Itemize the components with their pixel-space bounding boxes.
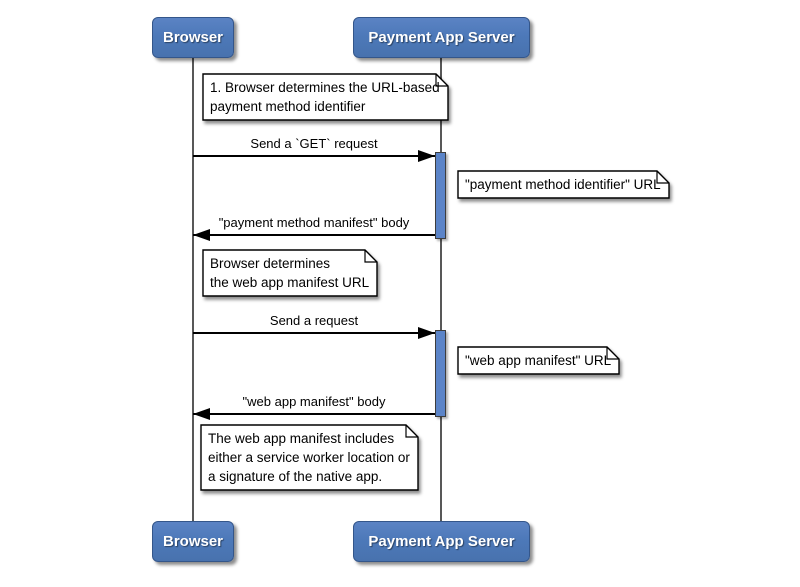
- note-web-app-manifest-url: "web app manifest" URL: [457, 346, 620, 375]
- note-url-based-payment-method-identifier: 1. Browser determines the URL-based paym…: [202, 73, 449, 121]
- arrowhead-right-icon: [418, 326, 435, 339]
- message-label: "web app manifest" body: [242, 394, 386, 409]
- actor-label-payment-app-server: Payment App Server: [368, 533, 515, 550]
- message-payment-method-manifest-body: "payment method manifest" body: [193, 214, 435, 241]
- arrowhead-left-icon: [193, 407, 210, 420]
- note-payment-method-identifier-url: "payment method identifier" URL: [457, 170, 670, 199]
- actor-box-browser-bottom: Browser: [152, 521, 234, 562]
- note-text: Browser determines the web app manifest …: [210, 256, 370, 290]
- actor-box-payment-app-server-top: Payment App Server: [353, 17, 530, 58]
- actor-label-payment-app-server: Payment App Server: [368, 29, 515, 46]
- note-browser-determines-web-app-manifest-url: Browser determines the web app manifest …: [202, 249, 378, 297]
- note-text: The web app manifest includes either a s…: [208, 431, 410, 484]
- message-label: Send a `GET` request: [250, 136, 378, 151]
- activation-bar-2: [435, 330, 446, 417]
- note-text: "web app manifest" URL: [465, 353, 612, 368]
- message-send-a-request: Send a request: [193, 312, 435, 339]
- actor-box-browser-top: Browser: [152, 17, 234, 58]
- message-send-get-request: Send a `GET` request: [193, 135, 435, 162]
- activation-bar-1: [435, 152, 446, 239]
- message-line: [193, 228, 435, 241]
- actor-label-browser: Browser: [162, 533, 224, 550]
- arrowhead-right-icon: [418, 149, 435, 162]
- message-label: "payment method manifest" body: [218, 215, 410, 230]
- actor-label-browser: Browser: [162, 29, 224, 46]
- message-line: [193, 149, 435, 162]
- message-line: [193, 326, 435, 339]
- actor-box-payment-app-server-bottom: Payment App Server: [353, 521, 530, 562]
- note-web-app-manifest-contents: The web app manifest includes either a s…: [200, 424, 419, 491]
- arrowhead-left-icon: [193, 228, 210, 241]
- note-text: 1. Browser determines the URL-based paym…: [210, 80, 440, 114]
- message-web-app-manifest-body: "web app manifest" body: [193, 393, 435, 420]
- message-line: [193, 407, 435, 420]
- message-label: Send a request: [269, 313, 359, 328]
- lifeline-payment-app-server: [440, 57, 442, 522]
- note-text: "payment method identifier" URL: [465, 177, 661, 192]
- lifeline-browser: [192, 57, 194, 522]
